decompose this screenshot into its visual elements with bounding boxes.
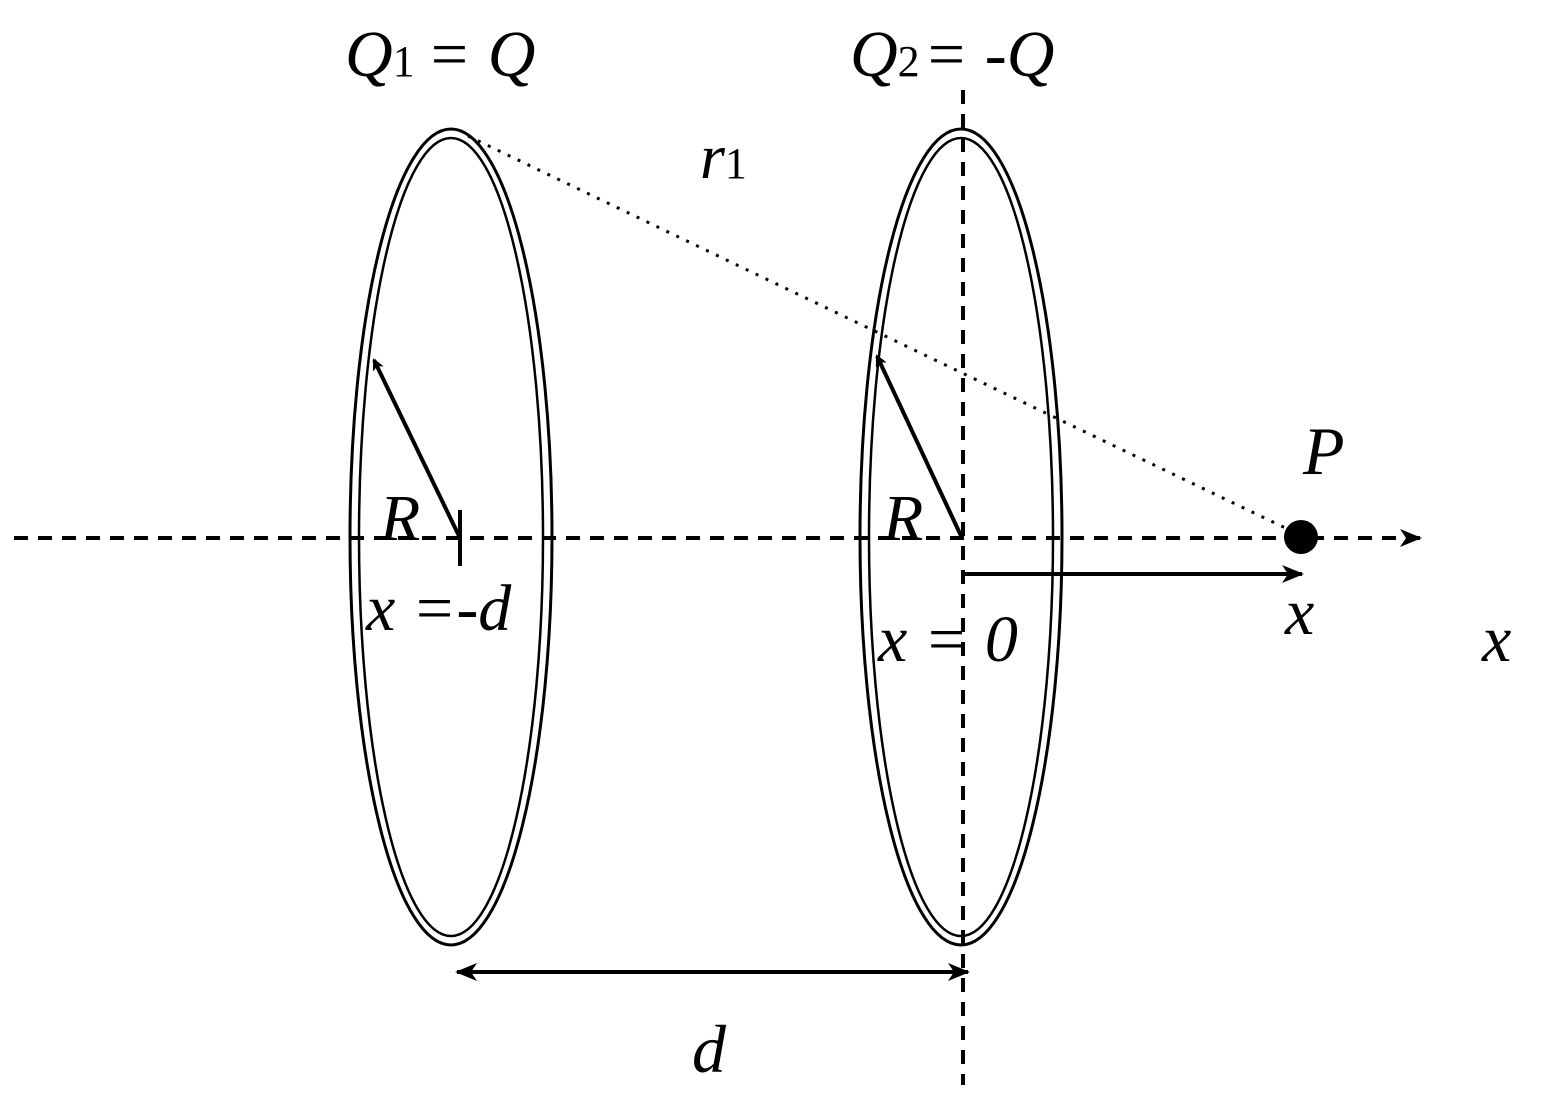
ring-1-charge-label: Q1= Q bbox=[345, 18, 535, 91]
axis-label: x bbox=[1481, 603, 1511, 676]
ring-2-radius-label: R bbox=[882, 482, 923, 555]
point-p-marker bbox=[1284, 520, 1318, 554]
ring-2 bbox=[858, 127, 1064, 947]
ring-1-position-label: x =-d bbox=[365, 572, 512, 645]
ring-2-charge-label: Q2= -Q bbox=[850, 18, 1054, 91]
ring-1 bbox=[348, 127, 554, 947]
r1-label: r1 bbox=[700, 121, 747, 192]
displacement-label: x bbox=[1284, 576, 1314, 649]
ring-2-position-label: x = 0 bbox=[877, 603, 1018, 676]
ring-1-radius-label: R bbox=[379, 482, 420, 555]
r1-dotted-line bbox=[467, 134, 1301, 537]
separation-label: d bbox=[692, 1011, 727, 1087]
ring-1-radius-arrow bbox=[372, 358, 462, 539]
ring-2-radius-arrow bbox=[875, 354, 964, 539]
point-p-label: P bbox=[1302, 413, 1345, 489]
